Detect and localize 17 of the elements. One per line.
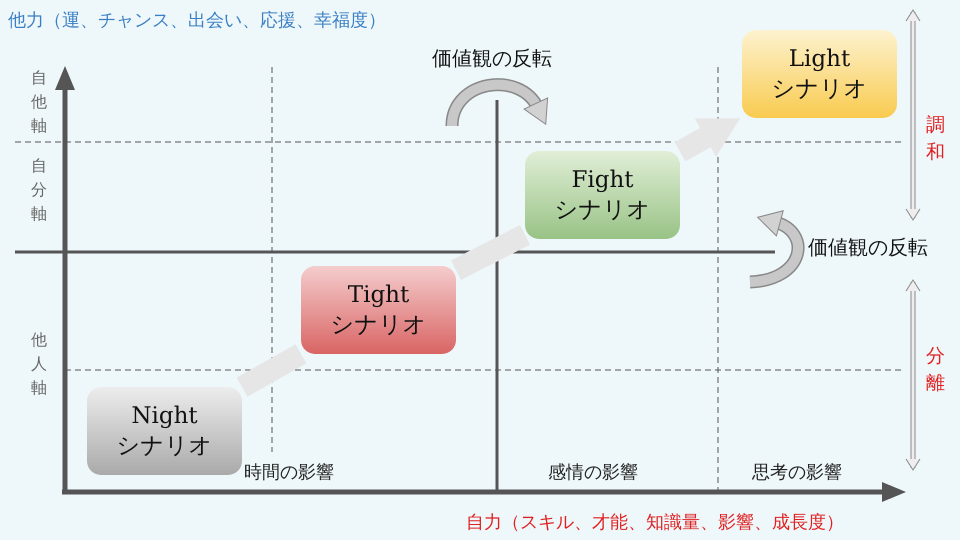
scenario-box: Light シナリオ: [742, 30, 897, 118]
axis-title: 自力（スキル、才能、知識量、影響、成長度）: [466, 511, 844, 534]
zone-label: 感情の影響: [548, 461, 638, 484]
reversal-label: 価値観の反転: [808, 234, 928, 261]
reversal-label: 価値観の反転: [432, 45, 552, 72]
axis-label: 他人軸: [30, 329, 48, 399]
scenario-box: Fight シナリオ: [525, 151, 680, 239]
axis-label: 自他軸: [30, 67, 48, 137]
axis-title: 他力（運、チャンス、出会い、応援、幸福度）: [8, 9, 386, 32]
scenario-box: Tight シナリオ: [301, 266, 456, 354]
scenario-box: Night シナリオ: [87, 387, 242, 475]
axis-label: 自分軸: [30, 155, 48, 225]
side-label: 分離: [925, 344, 946, 396]
side-label: 調和: [925, 113, 946, 165]
zone-label: 思考の影響: [752, 461, 842, 484]
zone-label: 時間の影響: [244, 461, 334, 484]
progress-arrow: [674, 118, 740, 162]
